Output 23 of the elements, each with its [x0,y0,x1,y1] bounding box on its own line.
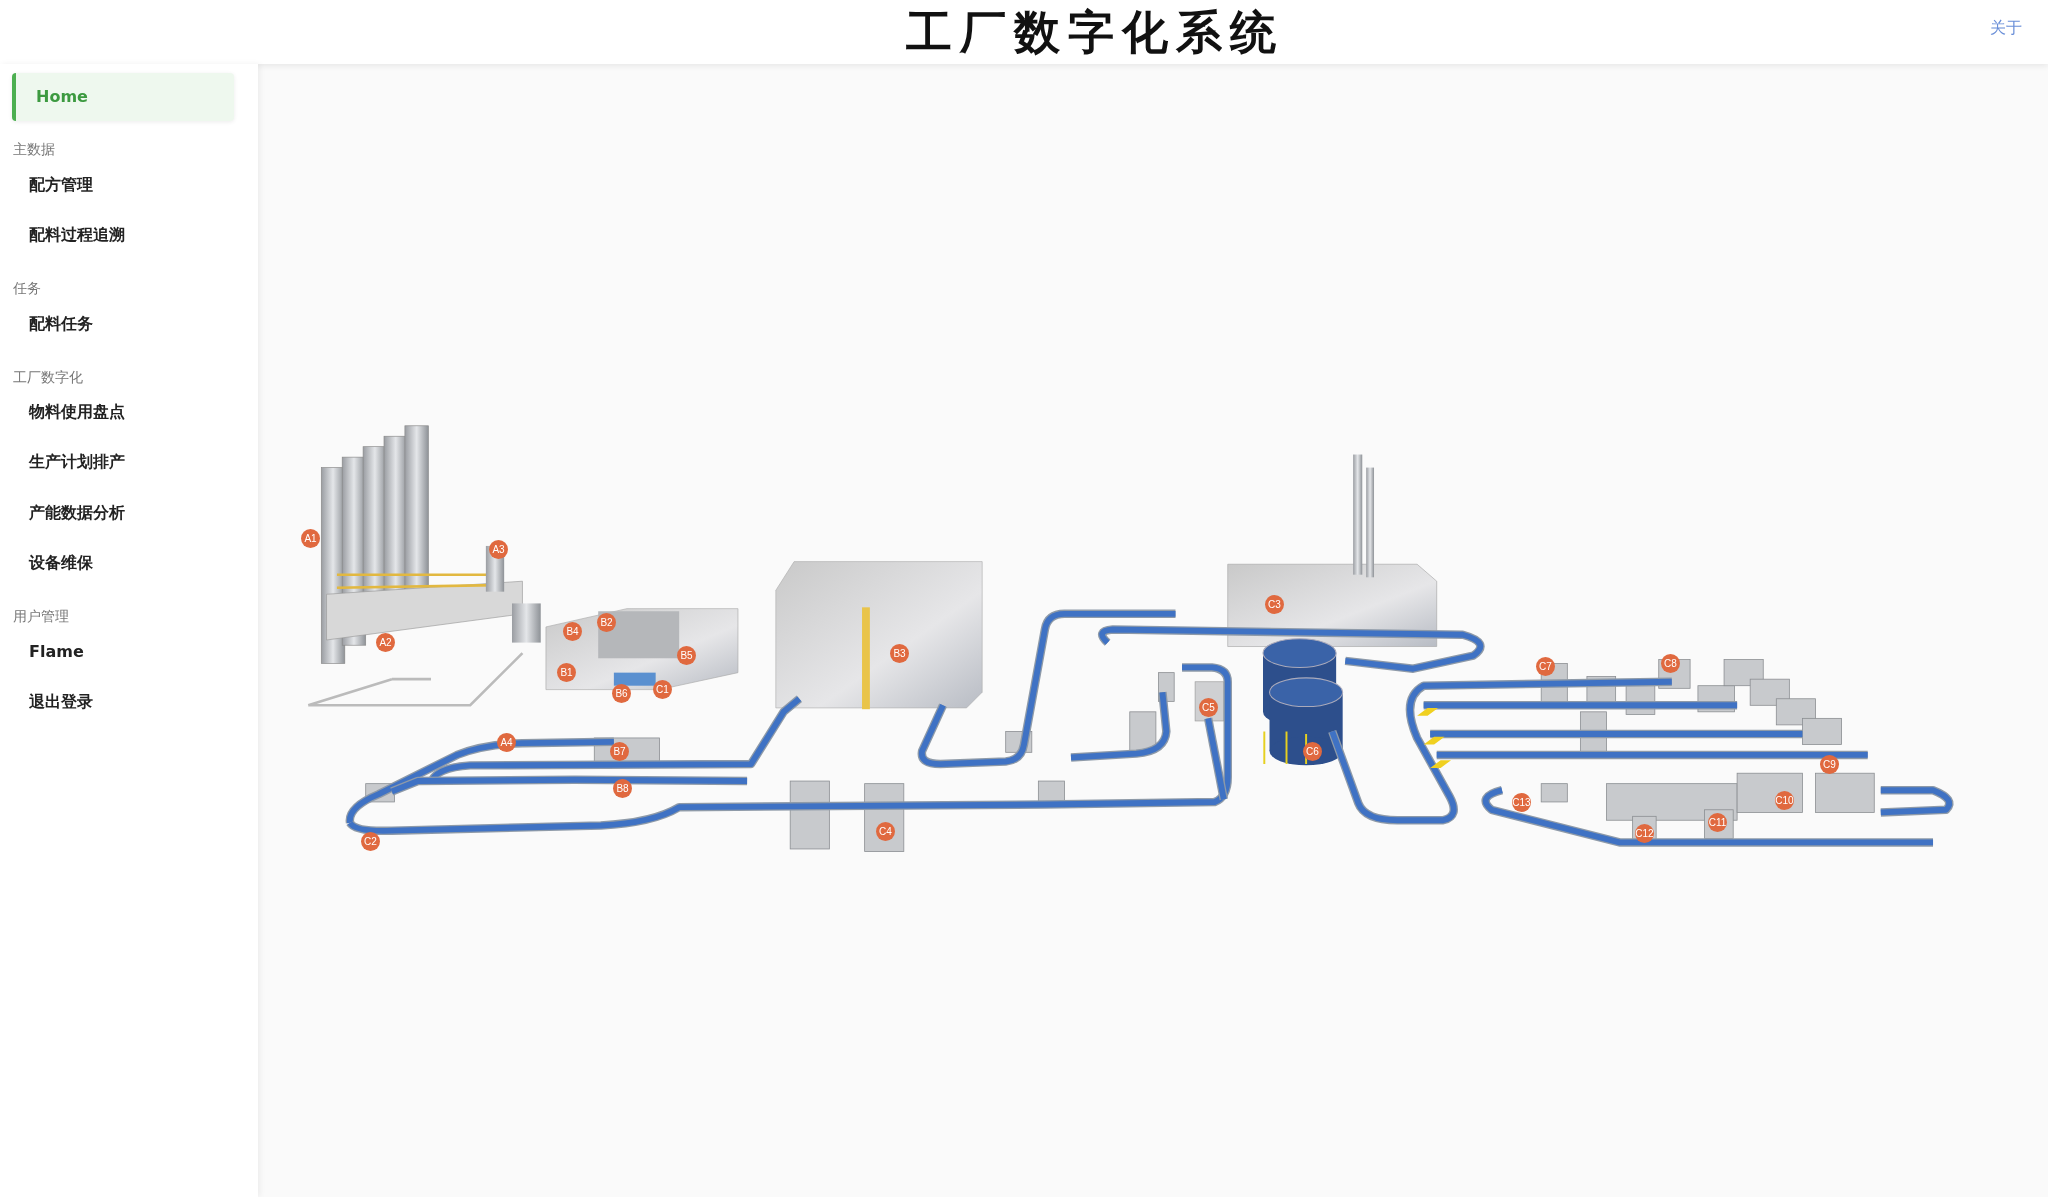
nav-link: 配方管理 [29,175,93,196]
nav-link: Home [12,73,234,121]
callout-number: C2 [361,832,380,851]
nav-link: 退出登录 [29,692,93,713]
callout-number: A2 [376,633,395,652]
callout-number: C7 [1536,657,1555,676]
nav-link: 配料任务 [29,314,93,335]
nav-section-heading: 工厂数字化 [13,369,83,387]
nav-link: 产能数据分析 [29,503,125,524]
callout-number: A3 [489,540,508,559]
nav-link: 物料使用盘点 [29,402,125,423]
nav-link: Flame [29,642,84,661]
callout-number: A1 [301,529,320,548]
nav-link: 设备维保 [29,553,93,574]
nav-link: 配料过程追溯 [29,225,125,246]
nav-link: 生产计划排产 [29,452,125,473]
about-link: 关于 [1990,18,2022,39]
nav-section-heading: 用户管理 [13,608,69,626]
callout-number: C13 [1512,793,1531,812]
nav-section-heading: 主数据 [13,141,55,159]
callout-number: A4 [497,733,516,752]
page-title: 工厂数字化系统 [905,4,1285,61]
nav-section-heading: 任务 [13,280,41,298]
